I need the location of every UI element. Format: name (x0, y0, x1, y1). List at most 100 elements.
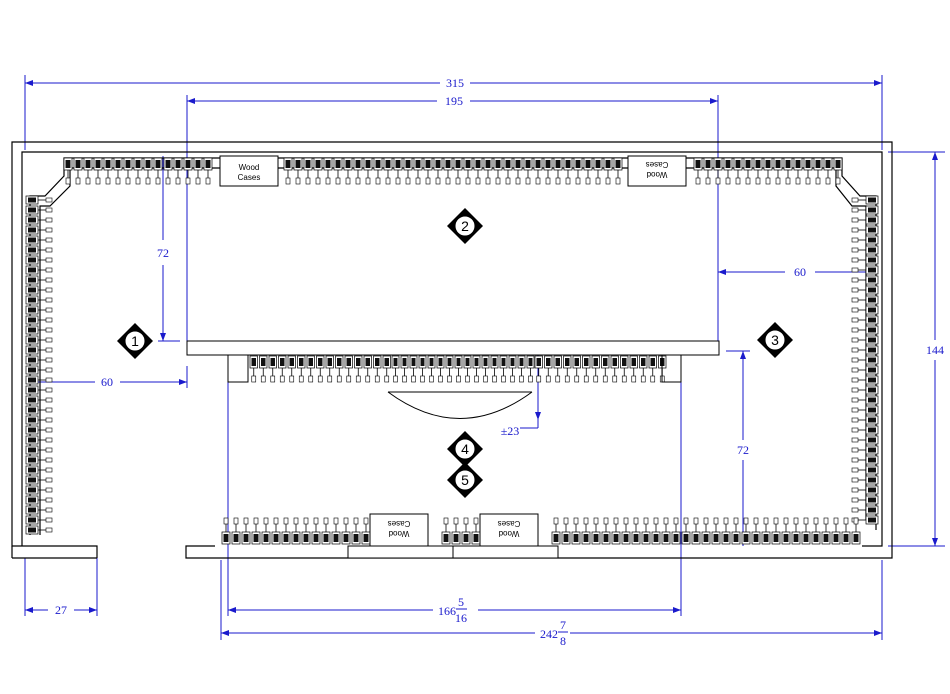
bottle-slot (25, 215, 53, 225)
bottle-slot (801, 517, 811, 545)
bottle-slot (851, 315, 879, 325)
bottle-slot (133, 157, 143, 185)
bottle-slot (563, 355, 572, 383)
bottle-slot (851, 295, 879, 305)
bottle-slot (703, 157, 713, 185)
bottle-slot (93, 157, 103, 185)
bottle-slot (353, 157, 363, 185)
bottle-slot (851, 445, 879, 455)
bottle-slot (639, 355, 648, 383)
dimension-island-width: 166 5 16 (227, 380, 682, 625)
svg-text:2: 2 (461, 218, 469, 234)
bottle-slot (25, 465, 53, 475)
bottle-slot (851, 485, 879, 495)
bottle-slot (463, 157, 473, 185)
dimension-overall-width: 315 (24, 75, 883, 150)
bottle-slot (391, 355, 400, 383)
bottle-slot (268, 355, 277, 383)
bottle-slot (533, 157, 543, 185)
bottle-slot (281, 517, 291, 545)
bottle-slot (25, 415, 53, 425)
bottle-slot (793, 157, 803, 185)
bottle-slot (461, 517, 471, 545)
bottle-slot (721, 517, 731, 545)
bottle-slot (823, 157, 833, 185)
bottle-slot (648, 355, 657, 383)
bottle-slot (445, 355, 454, 383)
bottle-slot (841, 517, 851, 545)
bottle-slot (833, 157, 843, 185)
bottle-slot (287, 355, 296, 383)
bottle-slot (354, 355, 363, 383)
bottle-slot (621, 517, 631, 545)
bottle-slot (851, 225, 879, 235)
svg-text:Cases: Cases (238, 173, 261, 182)
bottle-slot (25, 205, 53, 215)
bottle-slot (261, 517, 271, 545)
bottle-slot (593, 157, 603, 185)
bottle-slot (251, 517, 261, 545)
bottle-slot (821, 517, 831, 545)
bottle-slot (335, 355, 344, 383)
bottle-slot (25, 435, 53, 445)
bottle-slot (25, 475, 53, 485)
bottle-slot (433, 157, 443, 185)
bottle-slot (25, 445, 53, 455)
bottle-slot (25, 345, 53, 355)
dimension-left-clearance: 60 (36, 366, 188, 389)
bottle-slot (25, 285, 53, 295)
bottle-slot (591, 355, 600, 383)
bottle-slot (713, 157, 723, 185)
bottle-slot (581, 517, 591, 545)
bottle-slot (693, 157, 703, 185)
bottle-slot (761, 517, 771, 545)
bottle-slot (259, 355, 268, 383)
bottle-slot (73, 157, 83, 185)
bottle-slot (25, 325, 53, 335)
bottle-slot (523, 157, 533, 185)
bottle-slot (711, 517, 721, 545)
bottle-slot (293, 157, 303, 185)
bottle-slot (851, 335, 879, 345)
bottle-slot (483, 157, 493, 185)
bottle-slot (851, 425, 879, 435)
bottle-slot (193, 157, 203, 185)
svg-text:Cases: Cases (498, 519, 521, 528)
bottle-slot (323, 157, 333, 185)
bottle-slot (436, 355, 445, 383)
bottle-slot (851, 385, 879, 395)
bottle-slot (733, 157, 743, 185)
bottle-slot (681, 517, 691, 545)
bottle-slot (641, 517, 651, 545)
bottle-slot (351, 517, 361, 545)
bottle-slot (333, 157, 343, 185)
bottle-slot (143, 157, 153, 185)
bottle-slot (851, 215, 879, 225)
dimension-inner-width: 195 (186, 94, 719, 345)
bottle-slot (301, 517, 311, 545)
inner-width-label: 195 (445, 94, 463, 108)
top-depth-label: 72 (157, 246, 169, 260)
bottle-slot (163, 157, 173, 185)
svg-text:Wood: Wood (239, 163, 260, 172)
svg-text:1: 1 (131, 333, 139, 349)
bottle-slot (373, 157, 383, 185)
bottle-slot (203, 157, 213, 185)
bottle-slot (25, 275, 53, 285)
bottle-slot (443, 157, 453, 185)
bottle-slot (851, 195, 879, 205)
bottle-slot (591, 517, 601, 545)
left-clearance-label: 60 (101, 375, 113, 389)
bottle-slot (851, 455, 879, 465)
bottle-slot (473, 157, 483, 185)
bottle-slot (508, 355, 517, 383)
bottle-slot (610, 355, 619, 383)
bottle-slot (493, 157, 503, 185)
bottom-width-fraction-den: 8 (560, 634, 566, 648)
dimension-right-clearance: 60 (718, 265, 866, 279)
svg-text:4: 4 (461, 441, 469, 457)
bottle-slot (544, 355, 553, 383)
bottle-slot (25, 225, 53, 235)
bottle-slot (463, 355, 472, 383)
bottle-slot (503, 157, 513, 185)
